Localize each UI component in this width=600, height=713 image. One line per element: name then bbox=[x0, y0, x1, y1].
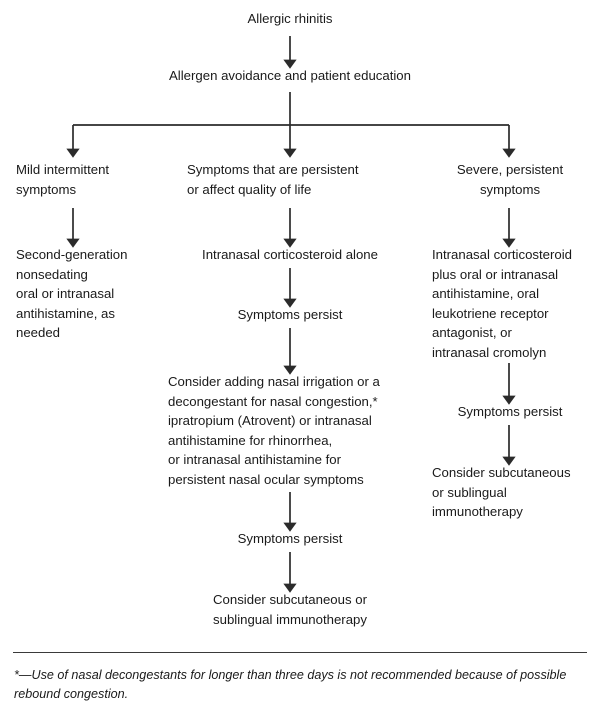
node-symptoms-persist-right: Symptoms persist bbox=[457, 404, 563, 419]
node-consider-immunotherapy-middle: Consider subcutaneous or sublingual immu… bbox=[213, 592, 367, 627]
node-consider-adding-nasal-irrigation: Consider adding nasal irrigation or a de… bbox=[168, 374, 380, 487]
footnote-text: *—Use of nasal decongestants for longer … bbox=[14, 668, 567, 701]
node-symptoms-persist-middle-2: Symptoms persist bbox=[237, 531, 343, 546]
footnote-divider bbox=[13, 652, 587, 653]
node-symptoms-persistent-quality-of-life: Symptoms that are persistent or affect q… bbox=[187, 162, 359, 197]
node-mild-intermittent-symptoms: Mild intermittent symptoms bbox=[16, 162, 110, 197]
node-allergic-rhinitis: Allergic rhinitis bbox=[247, 11, 333, 26]
node-intranasal-corticosteroid-alone: Intranasal corticosteroid alone bbox=[202, 247, 378, 262]
node-severe-persistent-symptoms: Severe, persistent symptoms bbox=[456, 162, 564, 197]
node-consider-immunotherapy-right: Consider subcutaneous or sublingual immu… bbox=[432, 465, 571, 519]
node-symptoms-persist-middle-1: Symptoms persist bbox=[237, 307, 343, 322]
node-intranasal-corticosteroid-plus: Intranasal corticosteroid plus oral or i… bbox=[432, 247, 573, 360]
node-second-generation-antihistamine: Second-generation nonsedating oral or in… bbox=[16, 247, 128, 340]
node-allergen-avoidance-education: Allergen avoidance and patient education bbox=[169, 68, 411, 83]
